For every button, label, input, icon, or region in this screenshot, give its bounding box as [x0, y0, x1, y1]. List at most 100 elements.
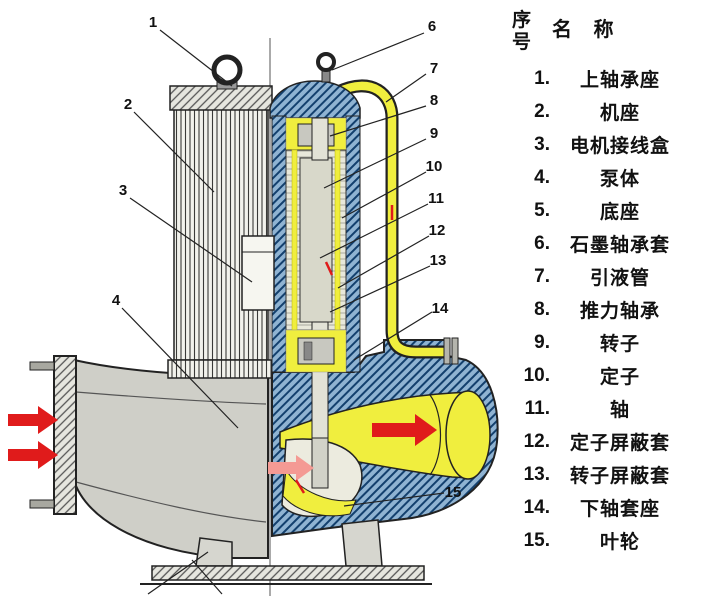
shaft-lower-end	[311, 429, 329, 489]
legend-row: 15. 叶轮	[506, 524, 702, 557]
callout-9: 9	[430, 125, 438, 142]
legend-row: 13. 转子屏蔽套	[506, 458, 702, 491]
legend-item-number: 7.	[534, 265, 550, 287]
callout-14: 14	[432, 300, 449, 317]
legend-item-number: 11.	[524, 397, 550, 419]
callout-4: 4	[112, 292, 121, 309]
callout-13: 13	[430, 252, 447, 269]
flange-bolt-top	[29, 361, 55, 371]
base-foot-left	[195, 537, 233, 567]
pump-cross-section-diagram: 1 2 3 4 6 7 8 9 10 11 12 13 14 15	[8, 14, 499, 596]
terminal-box	[241, 235, 275, 311]
legend-item-number: 12.	[523, 430, 550, 452]
legend-row: 14. 下轴套座	[506, 491, 702, 524]
legend-item-name: 底座	[599, 202, 640, 223]
callout-2: 2	[124, 96, 132, 113]
legend-row: 4. 泵体	[506, 161, 702, 194]
flange-bolt-bottom	[29, 499, 55, 509]
legend-item-name: 推力轴承	[579, 301, 660, 322]
legend-item-name: 引液管	[589, 268, 650, 289]
callout-numbers: 1 2 3 4 6 7 8 9 10 11 12 13 14 15	[112, 14, 462, 501]
legend-row: 10.定子	[506, 359, 702, 392]
legend-item-number: 3.	[534, 133, 550, 155]
stator-can	[291, 149, 298, 331]
motor-base-adapter	[167, 359, 273, 379]
discharge-nozzle-bulb	[445, 390, 491, 480]
callout-7: 7	[430, 60, 438, 77]
legend-row: 2. 机座	[506, 95, 702, 128]
legend-item-name: 机座	[599, 103, 640, 124]
legend-header-name-col: 名 称	[552, 19, 622, 41]
circulation-pipe	[336, 81, 446, 357]
legend-item-name: 转子屏蔽套	[569, 466, 670, 487]
callout-12: 12	[429, 222, 446, 239]
upper-bearing-housing	[169, 85, 273, 111]
legend-item-name: 叶轮	[599, 532, 640, 553]
callout-8: 8	[430, 92, 438, 109]
legend-header-number-col: 序号	[512, 10, 532, 53]
leader-lines	[121, 29, 445, 595]
base-foot-right	[341, 519, 383, 567]
legend-item-number: 6.	[534, 232, 550, 254]
inlet-duct-contour-top	[75, 391, 267, 405]
pipe-flange-plate-1	[443, 337, 451, 365]
legend-row: 11. 轴	[506, 392, 702, 425]
internal-flow-arrow	[268, 455, 314, 481]
discharge-flow-arrow	[372, 414, 437, 446]
callout-11: 11	[428, 190, 444, 207]
red-mark-impeller	[294, 479, 306, 494]
nozzle-throat-line	[429, 394, 442, 476]
legend-item-name: 上轴承座	[579, 70, 660, 91]
legend-item-number: 2.	[534, 100, 550, 122]
impeller-flow-channel	[282, 468, 357, 517]
legend-item-name: 定子	[599, 367, 640, 388]
legend-item-number: 9.	[534, 331, 550, 353]
legend-row: 12. 定子屏蔽套	[506, 425, 702, 458]
legend-item-name: 电机接线盒	[569, 136, 670, 157]
callout-3: 3	[119, 182, 127, 199]
legend-item-number: 8.	[534, 298, 550, 320]
pump-diagram-area: 1 2 3 4 6 7 8 9 10 11 12 13 14 15	[8, 14, 499, 596]
inlet-flow-arrow-top	[8, 406, 58, 434]
legend-item-number: 14.	[523, 496, 550, 518]
legend-item-number: 15.	[523, 529, 550, 551]
red-mark-rotor	[324, 261, 334, 276]
legend-item-name: 下轴套座	[579, 499, 660, 520]
dome-lifting-ring-icon	[316, 52, 336, 72]
pump-volute-body	[70, 358, 269, 559]
legend-item-number: 5.	[534, 199, 550, 221]
legend-item-number: 1.	[534, 67, 550, 89]
inlet-flow-arrow-bottom	[8, 441, 58, 469]
legend-item-number: 4.	[534, 166, 550, 188]
base-plate	[151, 565, 425, 581]
legend-row: 5. 底座	[506, 194, 702, 227]
callout-6: 6	[428, 18, 436, 35]
lifting-eyebolt-icon	[211, 54, 243, 86]
legend-row: 8. 推力轴承	[506, 293, 702, 326]
legend-row: 7. 引液管	[506, 260, 702, 293]
callout-15: 15	[445, 484, 462, 501]
rotor	[299, 157, 333, 323]
parts-legend: 序号 名 称 1. 上轴承座 2. 机座 3. 电机接线盒 4. 泵体 5. 底座 6. 石…	[506, 10, 702, 557]
callout-1: 1	[149, 14, 157, 31]
legend-row: 1. 上轴承座	[506, 62, 702, 95]
legend-row: 6. 石墨轴承套	[506, 227, 702, 260]
callout-10: 10	[426, 158, 443, 175]
inlet-duct-contour-bottom	[75, 481, 267, 523]
suction-flange	[53, 355, 77, 515]
legend-item-name: 泵体	[599, 169, 640, 190]
legend-item-name: 定子屏蔽套	[569, 433, 670, 454]
legend-item-number: 13.	[523, 463, 550, 485]
pipe-flange-plate-2	[451, 337, 459, 365]
graphite-bearing-sleeve	[303, 341, 313, 361]
legend-row: 3. 电机接线盒	[506, 128, 702, 161]
legend-item-name: 轴	[609, 400, 630, 421]
legend-item-name: 转子	[599, 334, 640, 355]
legend-row: 9. 转子	[506, 326, 702, 359]
legend-item-name: 石墨轴承套	[569, 235, 670, 256]
legend-rows: 1. 上轴承座 2. 机座 3. 电机接线盒 4. 泵体 5. 底座 6. 石墨轴承套 7.…	[506, 62, 702, 557]
motor-cooling-fins	[173, 107, 269, 361]
shaft-upper	[311, 117, 329, 161]
rotor-can	[334, 149, 341, 331]
